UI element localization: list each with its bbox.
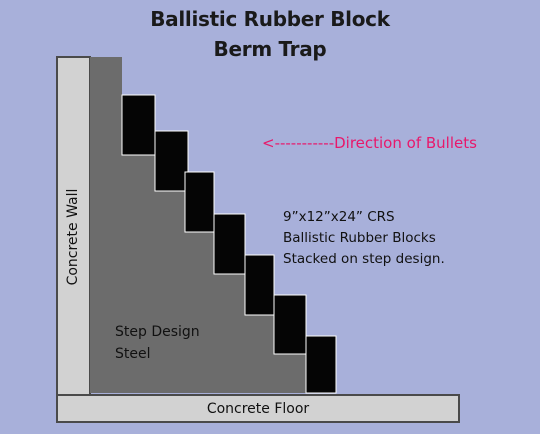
rubber-block	[121, 94, 156, 156]
steel-label-line-1: Step Design	[115, 324, 200, 340]
step-design-steel-label: Step Design Steel	[115, 322, 200, 366]
concrete-floor-label: Concrete Floor	[206, 401, 310, 417]
steel-label-line-2: Steel	[115, 346, 151, 362]
concrete-wall	[56, 56, 91, 396]
rubber-block	[244, 254, 275, 316]
block-note-line-2: Ballistic Rubber Blocks	[283, 230, 436, 246]
concrete-wall-label: Concrete Wall	[65, 188, 81, 286]
diagram-title-line-1: Ballistic Rubber Block	[150, 7, 390, 31]
rubber-block	[184, 171, 215, 233]
rubber-block	[273, 294, 307, 355]
block-note-line-3: Stacked on step design.	[283, 251, 445, 267]
rubber-block	[154, 130, 189, 192]
rubber-block	[213, 213, 246, 275]
diagram-title-line-2: Berm Trap	[213, 37, 327, 61]
rubber-block	[305, 335, 337, 394]
concrete-floor	[56, 394, 460, 423]
block-note-line-1: 9”x12”x24” CRS	[283, 209, 395, 225]
rubber-block-note: 9”x12”x24” CRS Ballistic Rubber Blocks S…	[283, 207, 445, 270]
direction-of-bullets-label: <-----------Direction of Bullets	[262, 134, 477, 152]
rubber-blocks	[121, 94, 337, 394]
